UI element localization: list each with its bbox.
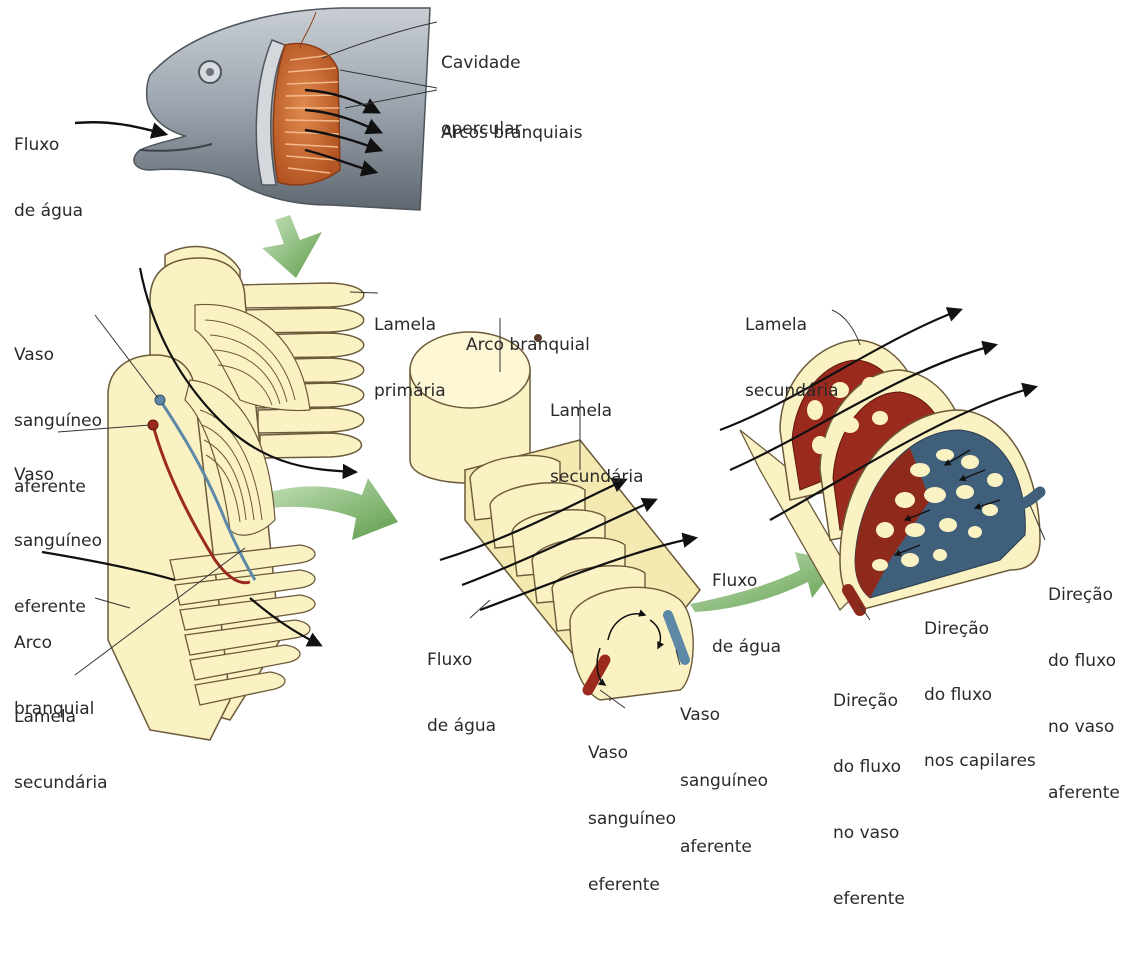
label-direcao-vaso-eferente: Direção do fluxo no vaso eferente	[833, 646, 905, 954]
label-direcao-vaso-aferente: Direção do fluxo no vaso aferente	[1048, 540, 1120, 848]
label-lamela-secundaria-3: Lamela secundária	[745, 270, 839, 446]
water-inflow-arrow	[75, 122, 165, 134]
label-lamela-secundaria-2: Lamela secundária	[550, 356, 644, 532]
label-lamela-secundaria-1: Lamela secundária	[14, 662, 108, 838]
transition-arrow-2	[260, 478, 398, 540]
label-arcos-branquiais: Arcos branquiais	[441, 78, 583, 188]
label-direcao-capilares: Direção do fluxo nos capilares	[924, 574, 1036, 816]
label-fluxo-agua-2: Fluxo de água	[427, 605, 496, 781]
label-lamela-primaria: Lamela primária	[374, 270, 446, 446]
gill-diagram: Cavidade opercular Arcos branquiais Flux…	[0, 0, 1126, 771]
fish-pupil	[206, 68, 214, 76]
label-vaso-eferente-2: Vaso sanguíneo eferente	[588, 698, 676, 940]
label-fluxo-agua-1: Fluxo de água	[14, 90, 83, 266]
label-fluxo-agua-3: Fluxo de água	[712, 526, 781, 702]
transition-arrow-1	[262, 215, 322, 278]
fish-head	[134, 8, 430, 210]
